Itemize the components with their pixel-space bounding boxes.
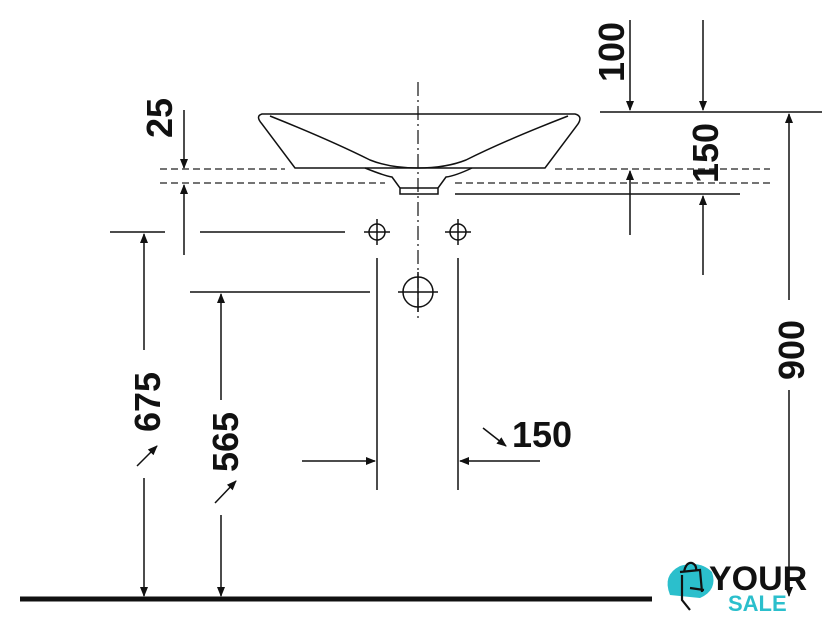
pointer-arrow — [482, 427, 507, 447]
svg-text:SALE: SALE — [728, 591, 787, 616]
dim-25: 25 — [139, 98, 180, 138]
pointer-arrow — [136, 445, 158, 467]
pointer-arrow — [214, 480, 237, 504]
dim-150-horizontal: 150 — [512, 414, 572, 455]
tap-hole-right — [445, 219, 471, 245]
logo-blob — [667, 564, 714, 598]
dim-565: 565 — [205, 412, 246, 472]
dim-900: 900 — [771, 320, 812, 380]
basin-outline — [257, 113, 581, 195]
shopping-bag-hand-icon — [679, 561, 705, 611]
dim-150-vertical: 150 — [685, 123, 726, 183]
drain-outlet-hole — [398, 272, 438, 312]
dim-100: 100 — [591, 22, 632, 82]
svg-text:YOUR: YOUR — [709, 560, 807, 598]
tap-hole-left — [364, 219, 390, 245]
yoursale-logo: YOUR SALE — [667, 560, 807, 616]
dim-675: 675 — [127, 372, 168, 432]
